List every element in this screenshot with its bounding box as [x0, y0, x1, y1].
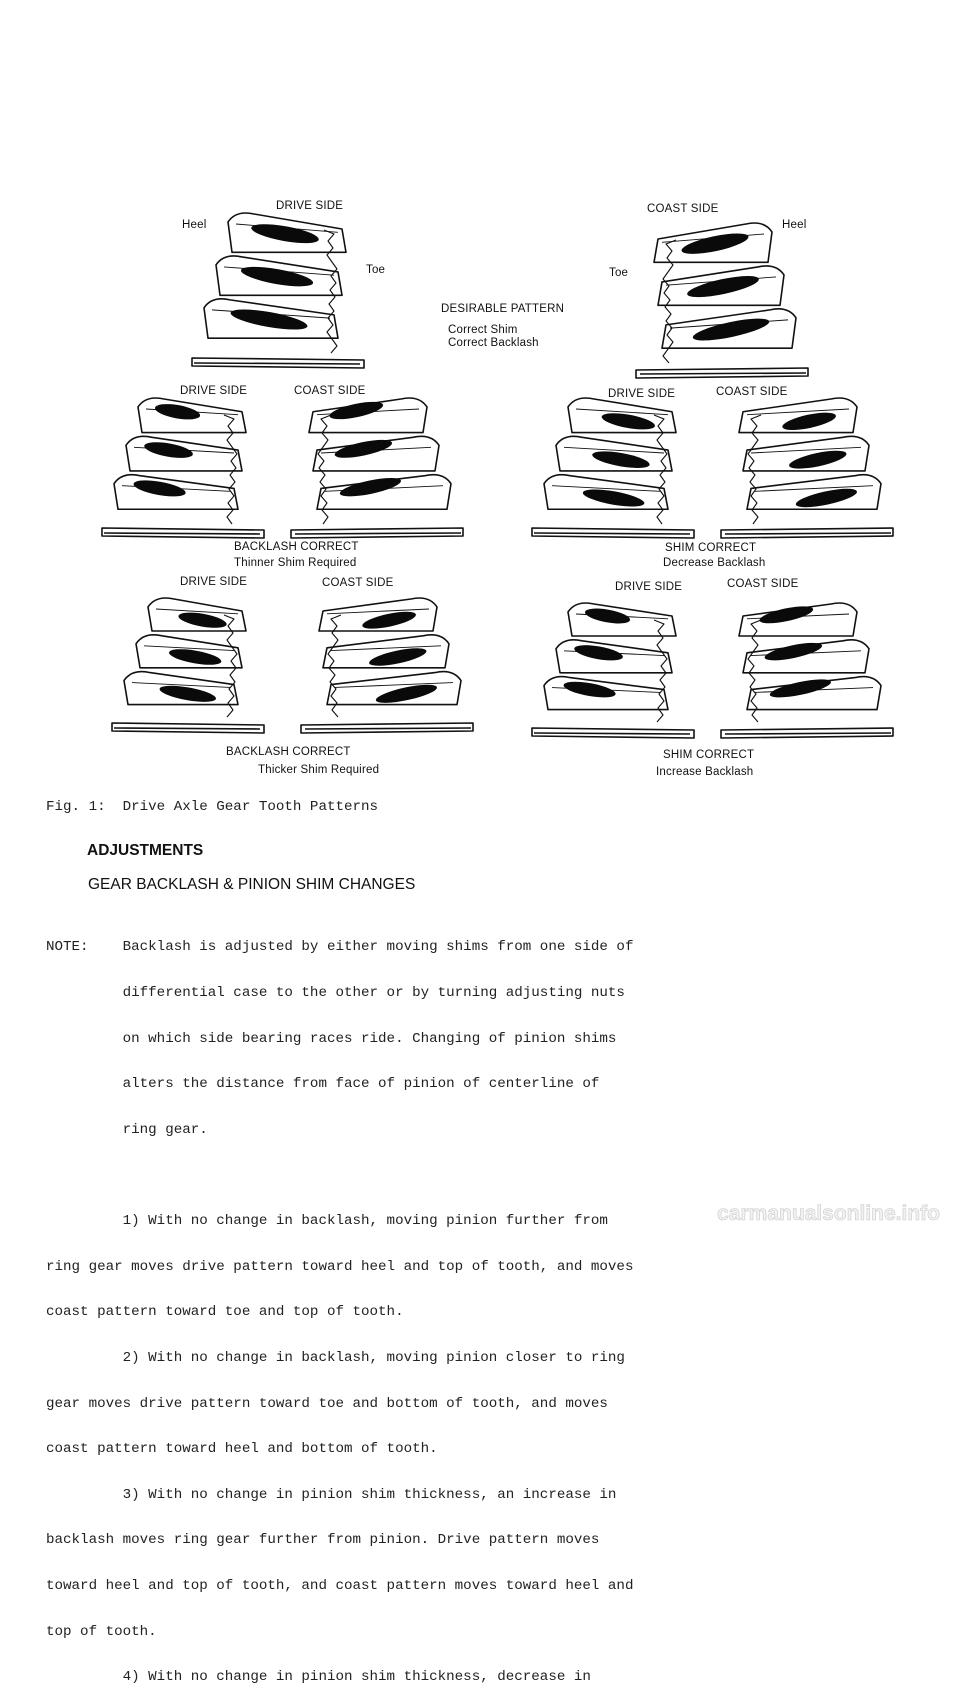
gear-drive-side-thicker-shim	[111, 597, 265, 734]
label-backlash-correct: BACKLASH CORRECT	[226, 746, 351, 758]
body-line: top of tooth.	[46, 1623, 157, 1640]
gear-coast-side-desirable	[635, 222, 809, 379]
label-coast-side: COAST SIDE	[647, 203, 719, 215]
label-thinner-shim-required: Thinner Shim Required	[234, 557, 357, 569]
watermark: carmanualsonline.info	[717, 1202, 940, 1226]
body-line: differential case to the other or by tur…	[46, 985, 625, 1002]
gear-coast-side-thicker-shim	[300, 597, 474, 734]
gear-drive-side-thinner-shim	[101, 397, 265, 539]
label-backlash-correct: BACKLASH CORRECT	[234, 541, 359, 553]
label-toe: Toe	[366, 264, 386, 276]
label-shim-correct: SHIM CORRECT	[663, 749, 755, 761]
label-heel: Heel	[182, 219, 207, 231]
label-increase-backlash: Increase Backlash	[656, 766, 754, 778]
label-correct-shim: Correct Shim	[448, 324, 518, 336]
body-line: ​	[46, 1168, 633, 1183]
body-line: coast pattern toward heel and bottom of …	[46, 1441, 438, 1458]
gear-coast-side-thinner-shim	[290, 397, 464, 539]
label-shim-correct: SHIM CORRECT	[665, 542, 757, 554]
body-line: alters the distance from face of pinion …	[46, 1076, 600, 1093]
gear-coast-side-decrease-backlash	[720, 397, 894, 539]
label-coast-side: COAST SIDE	[727, 578, 799, 590]
label-correct-backlash: Correct Backlash	[448, 337, 539, 349]
label-drive-side: DRIVE SIDE	[180, 385, 248, 397]
body-line: NOTE: Backlash is adjusted by either mov…	[46, 939, 634, 956]
label-toe: Toe	[609, 267, 629, 279]
body-line: 1) With no change in backlash, moving pi…	[46, 1213, 608, 1230]
section-heading: ADJUSTMENTS	[87, 842, 204, 859]
label-coast-side: COAST SIDE	[322, 577, 394, 589]
gear-drive-side-decrease-backlash	[531, 397, 695, 539]
label-decrease-backlash: Decrease Backlash	[663, 557, 766, 569]
body-line: ring gear moves drive pattern toward hee…	[46, 1258, 634, 1275]
label-desirable-pattern: DESIRABLE PATTERN	[441, 303, 565, 315]
body-line: toward heel and top of tooth, and coast …	[46, 1577, 634, 1594]
body-text: NOTE: Backlash is adjusted by either mov…	[46, 910, 633, 1701]
figure-caption: Fig. 1: Drive Axle Gear Tooth Patterns	[46, 799, 379, 815]
label-drive-side: DRIVE SIDE	[276, 200, 344, 212]
body-line: gear moves drive pattern toward toe and …	[46, 1395, 608, 1412]
label-drive-side: DRIVE SIDE	[615, 581, 683, 593]
body-line: on which side bearing races ride. Changi…	[46, 1030, 617, 1047]
label-drive-side: DRIVE SIDE	[608, 388, 676, 400]
body-line: ring gear.	[46, 1121, 208, 1138]
body-line: 2) With no change in backlash, moving pi…	[46, 1349, 625, 1366]
gear-drive-side-desirable	[191, 212, 365, 369]
body-line: 3) With no change in pinion shim thickne…	[46, 1486, 617, 1503]
body-line: coast pattern toward toe and top of toot…	[46, 1304, 404, 1321]
section-subheading: GEAR BACKLASH & PINION SHIM CHANGES	[88, 876, 416, 893]
label-drive-side: DRIVE SIDE	[180, 576, 248, 588]
label-thicker-shim-required: Thicker Shim Required	[258, 764, 380, 776]
label-coast-side: COAST SIDE	[716, 386, 788, 398]
label-heel: Heel	[782, 219, 807, 231]
gear-drive-side-increase-backlash	[531, 602, 695, 739]
body-line: 4) With no change in pinion shim thickne…	[46, 1669, 591, 1686]
gear-coast-side-increase-backlash	[720, 602, 894, 739]
body-line: backlash moves ring gear further from pi…	[46, 1532, 600, 1549]
label-coast-side: COAST SIDE	[294, 385, 366, 397]
